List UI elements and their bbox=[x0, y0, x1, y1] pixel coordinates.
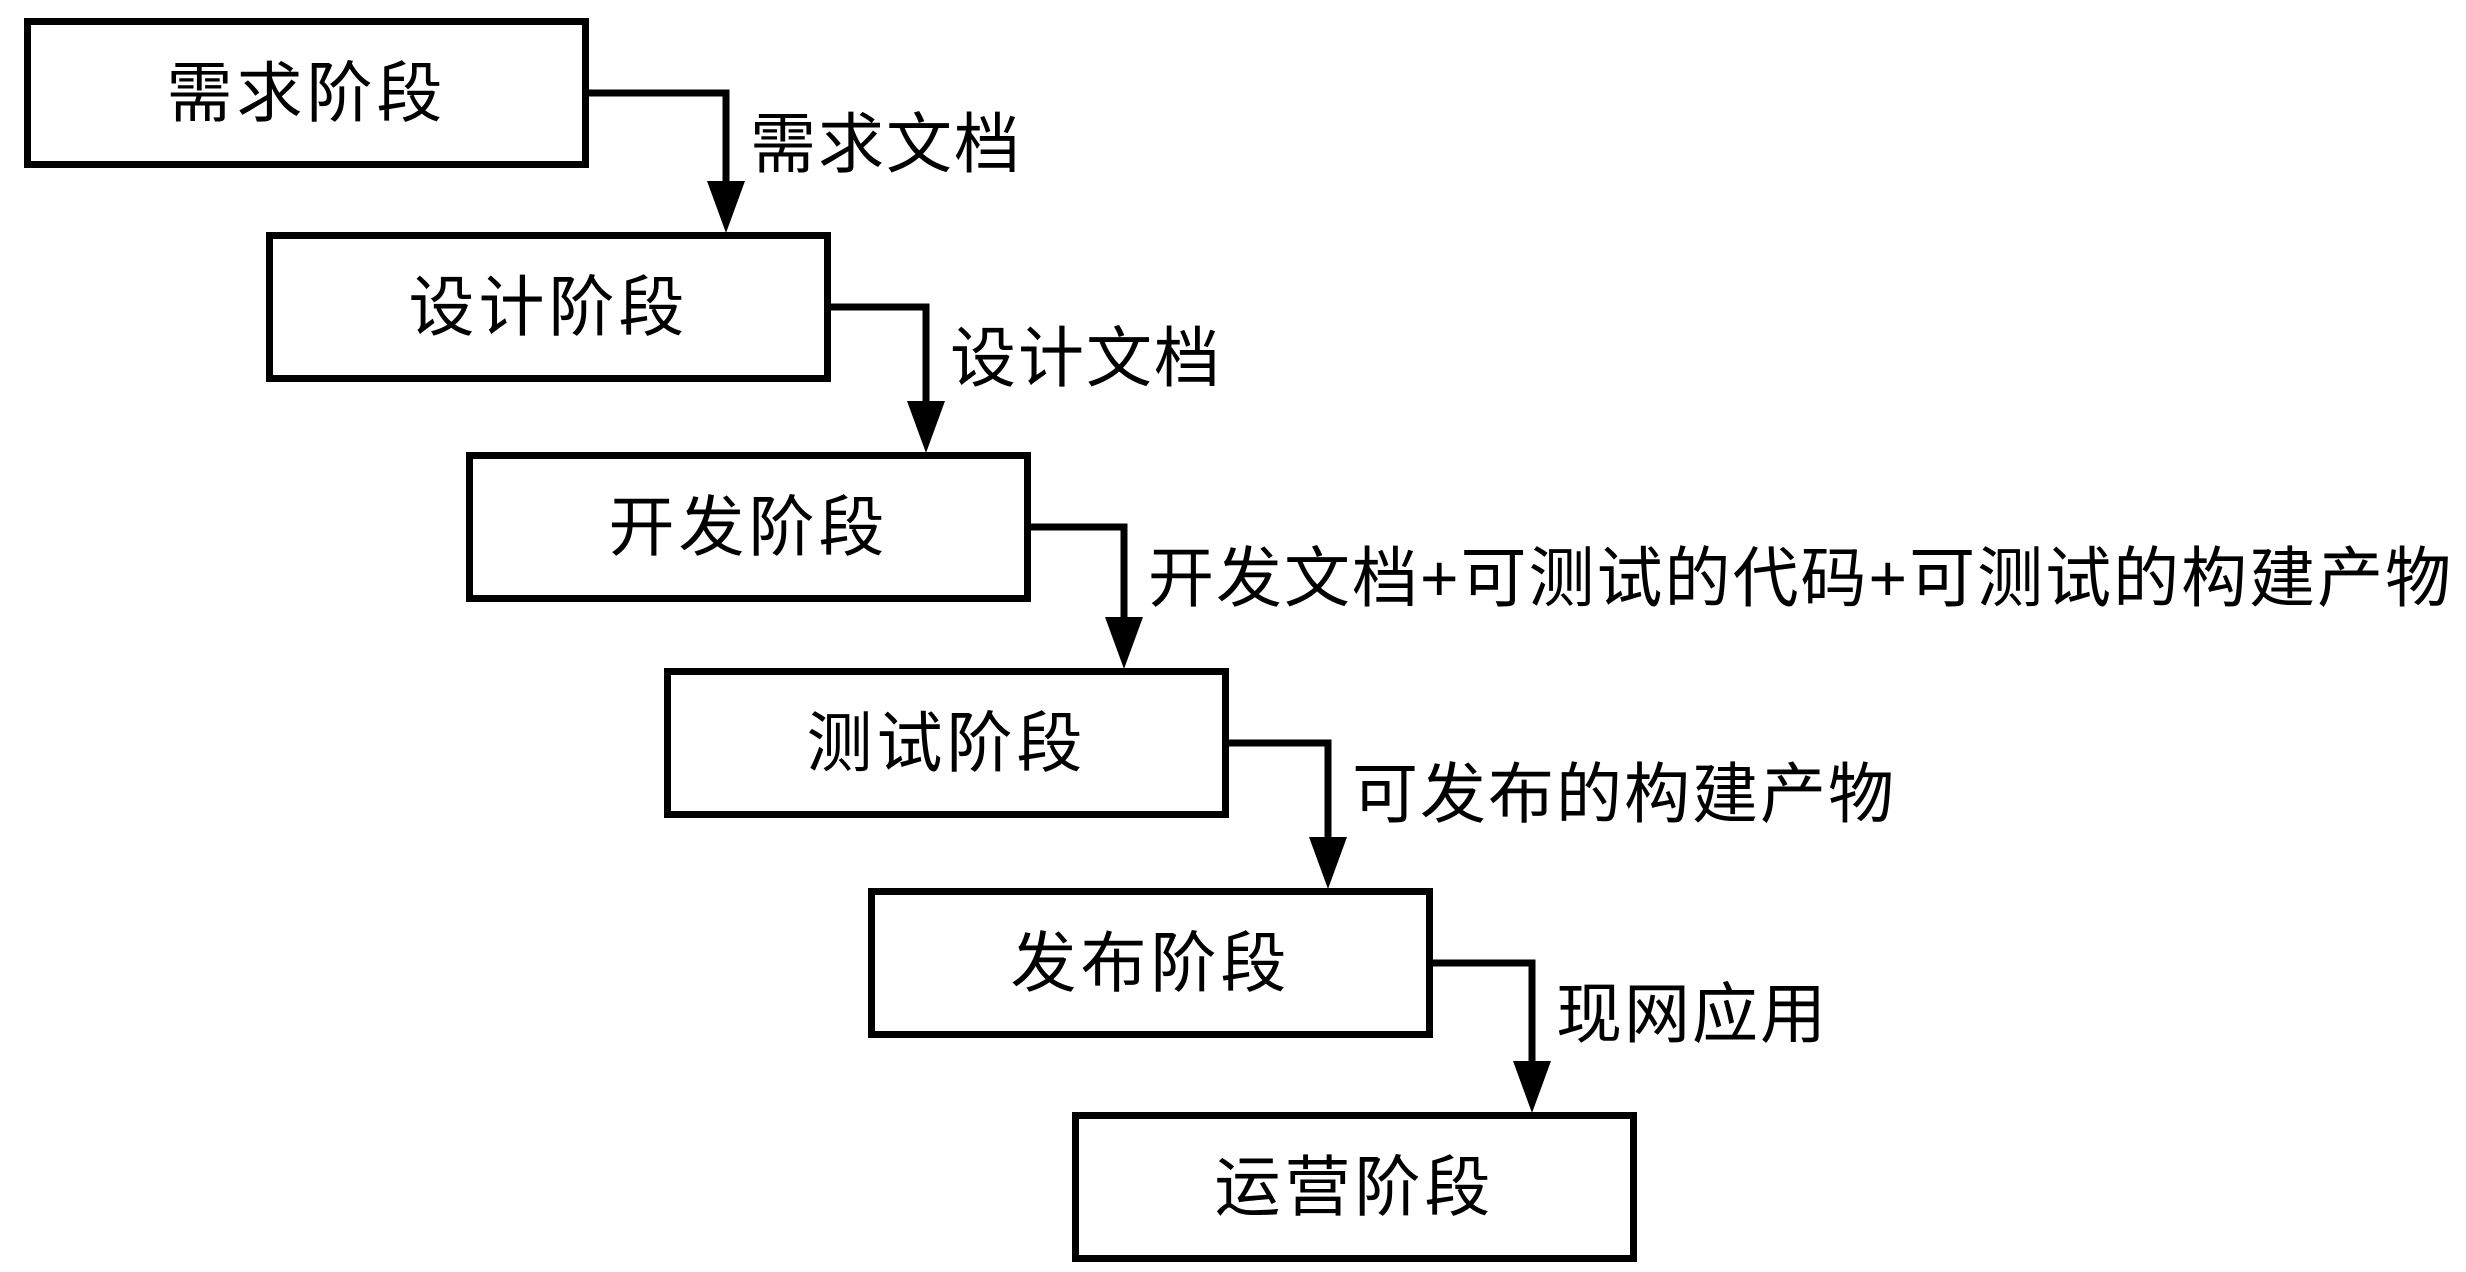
edge-label-production-application: 现网应用 bbox=[1556, 977, 1828, 1051]
connector-design-to-development bbox=[828, 303, 930, 403]
connector-development-to-testing bbox=[1028, 523, 1128, 619]
stage-box-development: 开发阶段 bbox=[466, 452, 1031, 602]
arrowhead-testing-to-release-icon bbox=[1309, 837, 1347, 889]
edge-label-releasable-artifacts: 可发布的构建产物 bbox=[1352, 757, 1896, 831]
stage-label-testing: 测试阶段 bbox=[806, 706, 1087, 780]
stage-box-operations: 运营阶段 bbox=[1072, 1112, 1637, 1262]
stage-label-design: 设计阶段 bbox=[408, 270, 689, 344]
stage-label-development: 开发阶段 bbox=[608, 490, 889, 564]
stage-box-design: 设计阶段 bbox=[266, 232, 831, 382]
stage-label-release: 发布阶段 bbox=[1010, 926, 1291, 1000]
edge-label-design-document: 设计文档 bbox=[950, 321, 1222, 395]
edge-label-requirements-document: 需求文档 bbox=[750, 107, 1022, 181]
arrowhead-development-to-testing-icon bbox=[1105, 617, 1143, 669]
connector-release-to-operations bbox=[1430, 959, 1536, 1063]
stage-box-release: 发布阶段 bbox=[868, 888, 1433, 1038]
stage-box-requirements: 需求阶段 bbox=[24, 18, 589, 168]
stage-label-operations: 运营阶段 bbox=[1214, 1150, 1495, 1224]
stage-label-requirements: 需求阶段 bbox=[166, 56, 447, 130]
connector-requirements-to-design bbox=[586, 89, 730, 183]
connector-testing-to-release bbox=[1226, 739, 1332, 839]
arrowhead-design-to-development-icon bbox=[907, 401, 945, 453]
arrowhead-requirements-to-design-icon bbox=[707, 181, 745, 233]
arrowhead-release-to-operations-icon bbox=[1513, 1061, 1551, 1113]
edge-label-development-deliverables: 开发文档+可测试的代码+可测试的构建产物 bbox=[1148, 541, 2454, 615]
stage-box-testing: 测试阶段 bbox=[664, 668, 1229, 818]
